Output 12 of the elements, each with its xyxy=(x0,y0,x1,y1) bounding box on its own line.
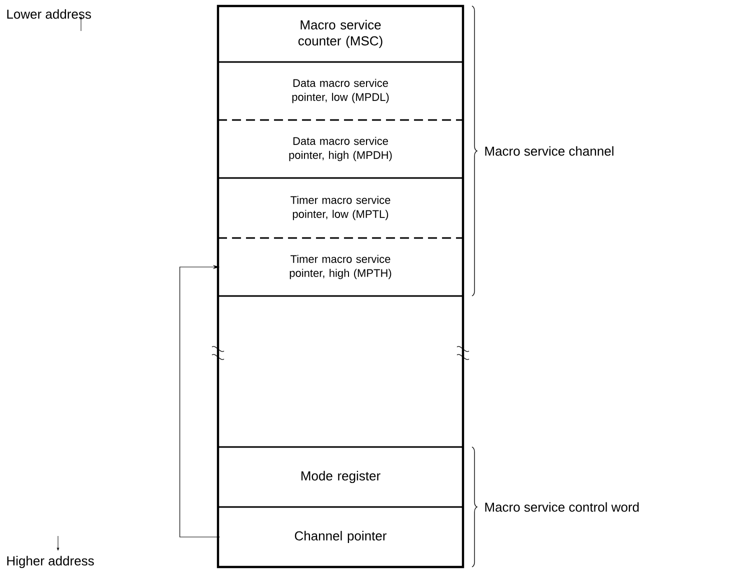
address-label: Lower address xyxy=(7,9,91,19)
address-label: Higher address xyxy=(7,556,94,568)
register-field: Timer macro service pointer, high (MPTH) xyxy=(290,254,392,280)
register-field: Channel pointer xyxy=(294,530,386,544)
brace-label: Macro service control word xyxy=(485,502,639,512)
register-field: Data macro service pointer, low (MPDL) xyxy=(292,78,389,104)
register-field: Mode register xyxy=(301,470,380,484)
arrow xyxy=(180,264,220,538)
brace-label: Macro service channel xyxy=(485,146,614,156)
register-field: Macro service counter (MSC) xyxy=(298,20,382,48)
register-field: Timer macro service pointer, low (MPTL) xyxy=(290,196,390,220)
register-field: Data macro service pointer, high (MPDH) xyxy=(289,136,392,162)
